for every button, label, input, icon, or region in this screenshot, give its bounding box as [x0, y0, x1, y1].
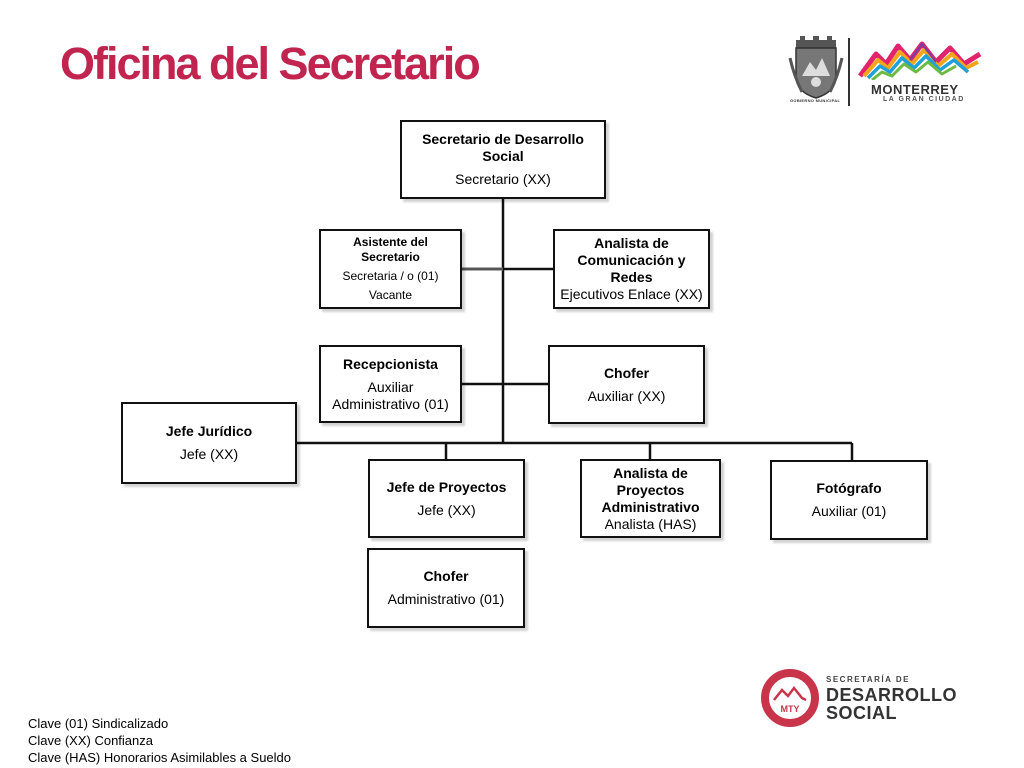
org-box-jefe-juridico: Jefe Jurídico Jefe (XX) — [121, 402, 297, 484]
org-role: Chofer — [423, 568, 469, 584]
org-role: Secretario de Desarrollo Social — [422, 131, 584, 164]
org-role: Analista de Proyectos Administrativo — [601, 464, 700, 515]
org-box-jefe-proyectos: Jefe de Proyectos Jefe (XX) — [368, 459, 525, 538]
org-detail: Auxiliar (01) — [811, 503, 887, 519]
org-role: Jefe de Proyectos — [386, 478, 507, 495]
org-box-asistente: Asistente del Secretario Secretaria / o … — [319, 229, 462, 309]
secretariat-line-3: SOCIAL — [826, 703, 898, 723]
header-logos: GOBIERNO MUNICIPAL MONTERREY LA GRAN CIU… — [788, 36, 988, 108]
city-name: MONTERREY — [871, 82, 959, 97]
org-detail: Administrativo (01) — [387, 591, 505, 607]
secretariat-line-2: DESARROLLO — [826, 685, 957, 705]
org-box-secretario: Secretario de Desarrollo Social Secretar… — [400, 120, 606, 199]
legend-item: Clave (HAS) Honorarios Asimilables a Sue… — [28, 750, 292, 765]
secretariat-logo: MTY SECRETARÍA DE DESARROLLO SOCIAL — [760, 668, 960, 728]
logo-divider — [848, 38, 850, 106]
org-detail: Auxiliar (XX) — [587, 387, 666, 404]
legend-item: Clave (01) Sindicalizado — [28, 716, 169, 731]
org-detail: Jefe (XX) — [179, 446, 239, 462]
secretariat-line-1: SECRETARÍA DE — [826, 675, 910, 684]
org-detail: Secretaria / o (01) — [342, 269, 439, 283]
org-detail: Jefe (XX) — [417, 501, 476, 518]
org-detail: Vacante — [368, 288, 413, 302]
org-detail: Analista (HAS) — [604, 515, 697, 532]
org-box-recepcionista: Recepcionista Auxiliar Administrativo (0… — [319, 345, 462, 423]
org-box-analista-proyectos: Analista de Proyectos Administrativo Ana… — [580, 459, 721, 538]
org-box-analista-comunicacion: Analista de Comunicación y Redes Ejecuti… — [553, 229, 710, 309]
org-box-fotografo: Fotógrafo Auxiliar (01) — [770, 460, 928, 540]
org-detail: Secretario (XX) — [455, 171, 551, 187]
monterrey-mountains-logo-icon — [858, 41, 982, 80]
city-tagline: LA GRAN CIUDAD — [883, 96, 965, 103]
org-box-chofer-2: Chofer Administrativo (01) — [367, 548, 525, 628]
org-box-chofer-1: Chofer Auxiliar (XX) — [548, 345, 705, 424]
org-role: Recepcionista — [343, 355, 438, 372]
org-detail: Auxiliar Administrativo (01) — [332, 378, 449, 412]
secretariat-ring-icon: MTY — [761, 669, 819, 727]
org-role: Asistente del Secretario — [353, 235, 428, 264]
org-detail: Ejecutivos Enlace (XX) — [560, 286, 703, 302]
legend-item: Clave (XX) Confianza — [28, 733, 153, 748]
page-title: Oficina del Secretario — [60, 38, 481, 89]
crest-caption: GOBIERNO MUNICIPAL — [790, 98, 841, 103]
org-role: Jefe Jurídico — [165, 423, 253, 439]
legend: Clave (01) Sindicalizado Clave (XX) Conf… — [28, 715, 291, 766]
org-role: Analista de Comunicación y Redes — [577, 235, 686, 285]
municipal-crest-icon — [788, 36, 844, 99]
secretariat-badge-text: MTY — [781, 704, 800, 714]
org-role: Chofer — [603, 364, 650, 381]
org-role: Fotógrafo — [816, 480, 882, 496]
